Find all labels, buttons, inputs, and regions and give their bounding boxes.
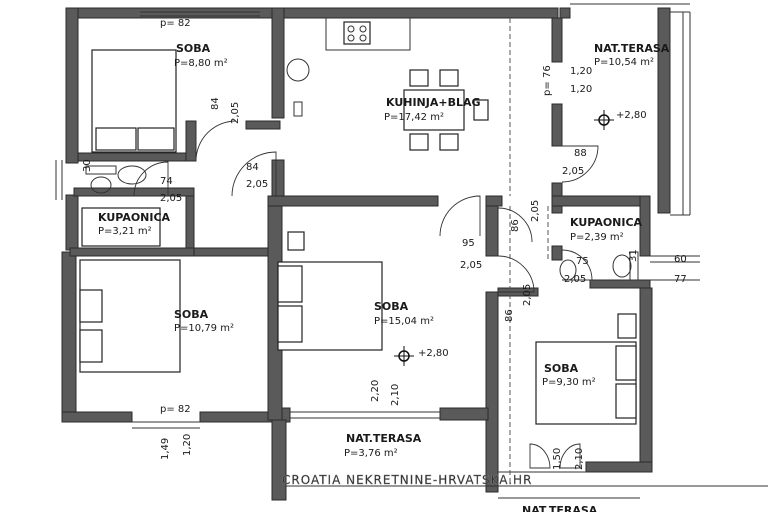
soba-left-label: SOBA xyxy=(174,308,209,321)
terasa-cut-label: NAT.TERASA xyxy=(522,504,598,512)
stove xyxy=(343,21,371,45)
dim-205c: 2,05 xyxy=(160,193,182,204)
level-living: +2,80 xyxy=(418,348,449,359)
dimensions: 84 2,05 84 2,05 74 2,05 30 76 p= 1,20 1,… xyxy=(82,65,687,470)
dim-205e: 2,05 xyxy=(460,260,482,271)
dim-120c: 1,20 xyxy=(182,434,193,456)
dim-76: 76 xyxy=(542,65,553,78)
dim-77: 77 xyxy=(674,274,687,285)
kuhinja-area: P=17,42 m² xyxy=(384,112,444,123)
dim-86a: 86 xyxy=(510,219,521,232)
bathtub xyxy=(81,207,161,247)
dim-75: 75 xyxy=(576,256,589,267)
dim-210a: 2,10 xyxy=(390,384,401,406)
dim-205g: 2,05 xyxy=(522,284,533,306)
soba-left-note: p= 82 xyxy=(160,404,191,415)
room-labels: p= 82 SOBA P=8,80 m² KUHINJA+BLAG P=17,4… xyxy=(98,18,670,512)
doors xyxy=(133,120,599,469)
level-marker-kitchen: +2,80 xyxy=(594,110,647,130)
dim-95: 95 xyxy=(462,238,475,249)
dim-60: 60 xyxy=(674,254,687,265)
toilet-left xyxy=(90,176,112,194)
dim-205b: 2,05 xyxy=(246,179,268,190)
dim-149: 1,49 xyxy=(160,438,171,460)
dim-p76: p= xyxy=(542,81,553,96)
dim-74: 74 xyxy=(160,176,173,187)
dim-205f: 2,05 xyxy=(530,200,541,222)
soba-mid-label: SOBA xyxy=(374,300,409,313)
dim-88: 88 xyxy=(574,148,587,159)
level-marker-living: +2,80 xyxy=(394,346,449,366)
dim-205a: 2,05 xyxy=(230,102,241,124)
sink xyxy=(286,58,310,82)
dim-205h: 2,05 xyxy=(564,274,586,285)
terasa-bottom-label: NAT.TERASA xyxy=(346,432,422,445)
soba-top-note: p= 82 xyxy=(160,18,191,29)
dim-150: 1,50 xyxy=(552,448,563,470)
soba-right-area: P=9,30 m² xyxy=(542,377,596,388)
dim-30: 30 xyxy=(82,159,93,172)
terasa-bottom-area: P=3,76 m² xyxy=(344,448,398,459)
kupaonica-right-area: P=2,39 m² xyxy=(570,232,624,243)
soba-mid-area: P=15,04 m² xyxy=(374,316,434,327)
dim-120a: 1,20 xyxy=(570,66,592,77)
dim-220: 2,20 xyxy=(370,380,381,402)
level-kitchen: +2,80 xyxy=(616,110,647,121)
dim-120b: 1,20 xyxy=(570,84,592,95)
dim-84a: 84 xyxy=(210,97,221,110)
dim-84b: 84 xyxy=(246,162,259,173)
dim-31: 31 xyxy=(628,249,639,262)
outlines xyxy=(55,3,768,499)
kupaonica-left-label: KUPAONICA xyxy=(98,211,171,224)
watermark: CROATIA NEKRETNINE-HRVATSKA.HR xyxy=(282,473,532,487)
toilet-right xyxy=(612,254,632,278)
soba-left-area: P=10,79 m² xyxy=(174,323,234,334)
dining-table xyxy=(403,89,465,131)
dim-205d: 2,05 xyxy=(562,166,584,177)
walls xyxy=(61,7,671,501)
terasa-top-label: NAT.TERASA xyxy=(594,42,670,55)
kuhinja-label: KUHINJA+BLAG xyxy=(386,96,481,109)
kupaonica-left-area: P=3,21 m² xyxy=(98,226,152,237)
soba-top-label: SOBA xyxy=(176,42,211,55)
soba-top-area: P=8,80 m² xyxy=(174,58,228,69)
dim-210b: 2,10 xyxy=(574,448,585,470)
dim-86b: 86 xyxy=(504,309,515,322)
kupaonica-right-label: KUPAONICA xyxy=(570,216,643,229)
terasa-top-area: P=10,54 m² xyxy=(594,57,654,68)
soba-right-label: SOBA xyxy=(544,362,579,375)
furniture xyxy=(79,18,639,425)
